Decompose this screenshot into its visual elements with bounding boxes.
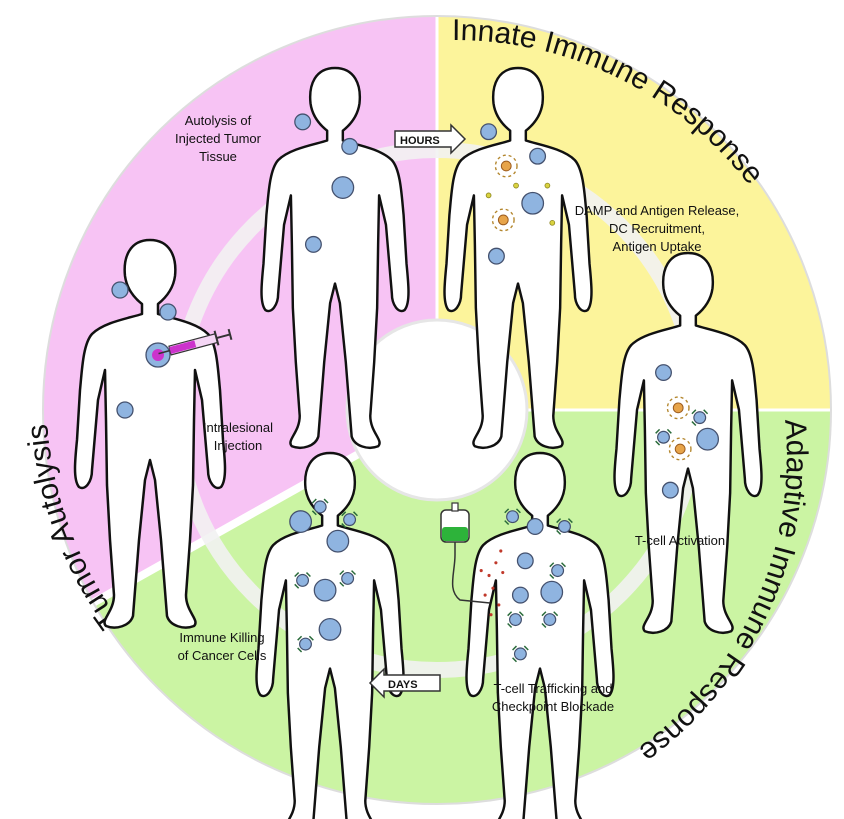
tumor-cell-icon (306, 237, 322, 253)
lysed-tumor-icon (522, 192, 544, 214)
trafficking-label-2: Checkpoint Blockade (492, 699, 614, 714)
tumor-cell-icon (530, 148, 546, 164)
damp-label-2: DC Recruitment, (609, 221, 705, 236)
tumor-cell-icon (295, 114, 311, 130)
damp-label-3: Antigen Uptake (613, 239, 702, 254)
autolysis-label-1: Autolysis of (185, 113, 252, 128)
damp-label-1: DAMP and Antigen Release, (575, 203, 740, 218)
killed-tumor-icon (290, 511, 312, 533)
tumor-cell-icon (481, 124, 497, 140)
autolysis-label-2: Injected Tumor (175, 131, 262, 146)
hours-label: HOURS (400, 135, 440, 147)
tumor-cell-icon (656, 365, 672, 381)
killed-tumor-icon (319, 619, 341, 641)
killing-label-1: Immune Killing (179, 630, 264, 645)
tumor-cell-icon (527, 519, 543, 535)
killed-tumor-icon (314, 579, 336, 601)
days-label: DAYS (388, 679, 418, 691)
lysed-tumor-icon (332, 177, 354, 199)
killed-tumor-icon (327, 530, 349, 552)
tumor-cell-icon (112, 282, 128, 298)
intralesional-label-2: Injection (214, 438, 262, 453)
killing-label-2: of Cancer Cells (178, 648, 267, 663)
lysed-tumor-icon (541, 581, 563, 603)
lysed-tumor-icon (697, 428, 719, 450)
tcell-activation-label: T-cell Activation (635, 533, 725, 548)
tumor-cell-icon (489, 248, 505, 264)
intralesional-label-1: Intralesional (203, 420, 273, 435)
tumor-cell-icon (160, 304, 176, 320)
tumor-cell-icon (117, 402, 133, 418)
trafficking-label-1: T-cell Trafficking and (494, 681, 613, 696)
tumor-cell-icon (663, 482, 679, 498)
tumor-cell-icon (513, 587, 529, 603)
autolysis-label-3: Tissue (199, 149, 237, 164)
tumor-cell-icon (517, 553, 533, 569)
tumor-cell-icon (342, 139, 358, 155)
